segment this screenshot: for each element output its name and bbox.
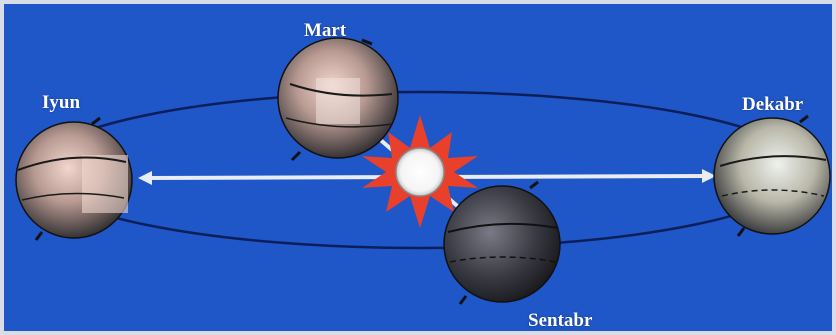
earth-dekabr	[714, 116, 830, 236]
arrow-left-icon	[138, 171, 152, 185]
earth-mart	[278, 38, 398, 160]
label-iyun: Iyun	[42, 92, 80, 114]
earth-iyun	[16, 118, 132, 240]
sun-core	[396, 148, 444, 196]
label-mart: Mart	[304, 20, 346, 42]
earth-sentabr	[444, 182, 560, 304]
label-dekabr: Dekabr	[742, 94, 803, 116]
label-sentabr: Sentabr	[528, 310, 592, 332]
